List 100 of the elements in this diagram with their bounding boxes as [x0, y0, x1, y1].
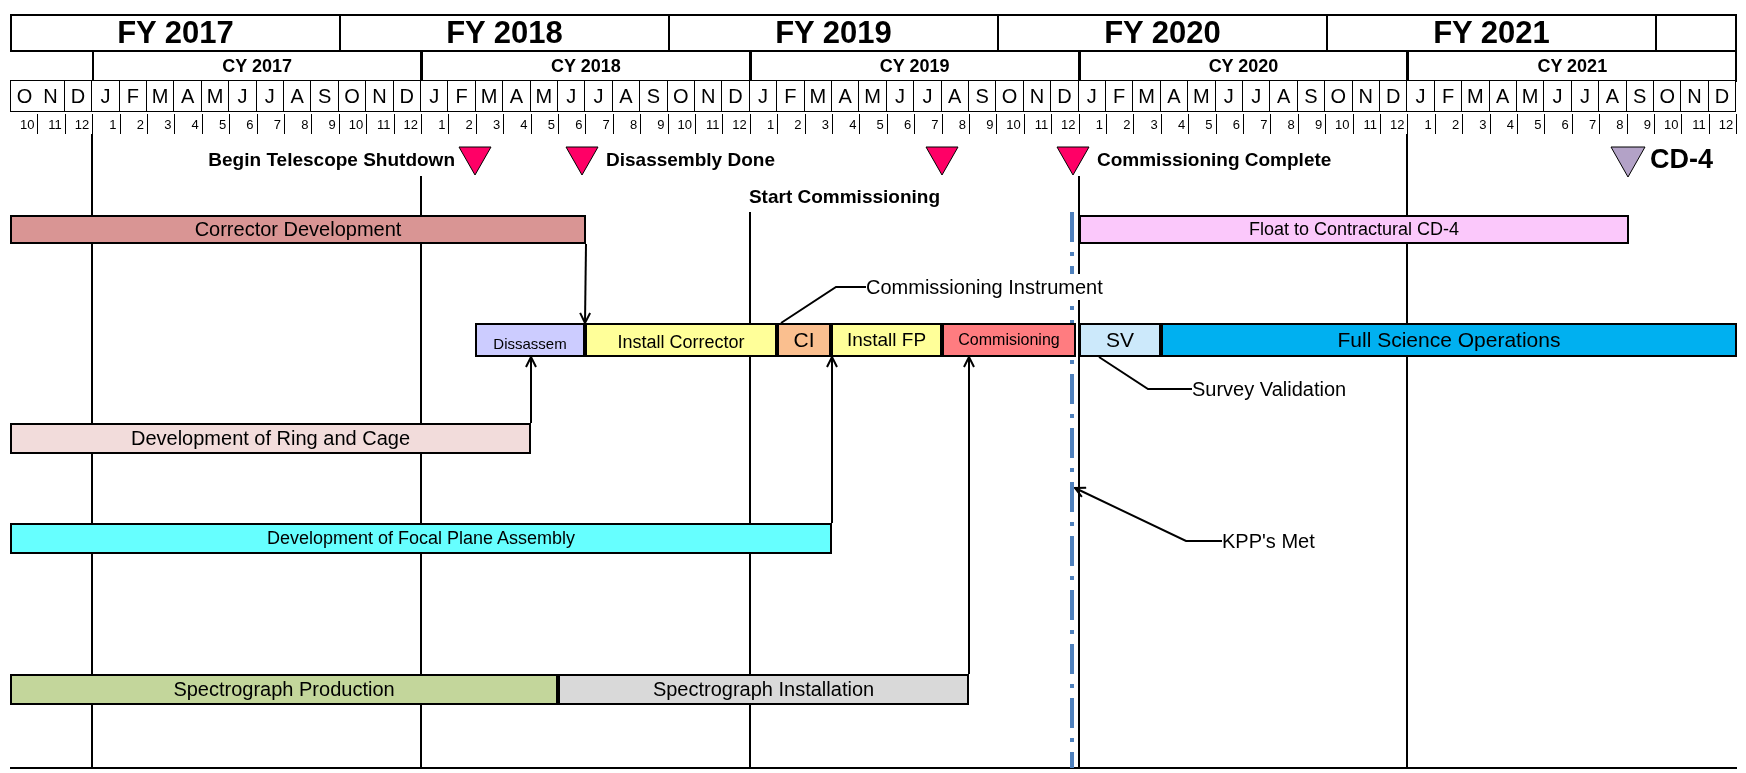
task-bar: Development of Ring and Cage	[10, 423, 531, 454]
month-number: 10	[667, 114, 696, 134]
month-number: 1	[749, 114, 779, 134]
month-number: 5	[201, 114, 231, 134]
month-number: 4	[832, 114, 861, 134]
month-number: 12	[1051, 114, 1080, 134]
calendar-year-header: CY 2018	[421, 52, 751, 82]
month-letter: J	[1571, 80, 1600, 112]
month-letter: A	[284, 80, 312, 112]
month-number: 3	[804, 114, 833, 134]
month-number: 1	[421, 114, 450, 134]
month-letter: J	[1078, 80, 1106, 112]
month-number: 11	[1352, 114, 1381, 134]
month-letter: M	[859, 80, 887, 112]
month-number: 7	[914, 114, 943, 134]
milestone-triangle	[925, 146, 959, 176]
month-letter: F	[119, 80, 147, 112]
arrow	[525, 356, 537, 424]
month-letter: S	[969, 80, 997, 112]
month-number: 1	[1407, 114, 1436, 134]
month-letter: A	[832, 80, 860, 112]
month-letter: N	[1681, 80, 1709, 112]
arrow	[1074, 486, 1223, 542]
month-letter: O	[1654, 80, 1682, 112]
month-letter: A	[174, 80, 202, 112]
month-letter: F	[448, 80, 476, 112]
month-letter: M	[1133, 80, 1161, 112]
month-letter: N	[37, 80, 65, 112]
month-number: 12	[722, 114, 751, 134]
month-letter: F	[1106, 80, 1134, 112]
month-letter: J	[749, 80, 778, 112]
calendar-year-header: CY 2020	[1078, 52, 1409, 82]
task-bar: Install Corrector	[585, 323, 777, 357]
task-bar: Corrector Development	[10, 215, 586, 244]
month-letter: A	[941, 80, 969, 112]
month-number: 11	[1023, 114, 1053, 134]
month-letter: O	[996, 80, 1024, 112]
month-number: 11	[366, 114, 395, 134]
month-number: 12	[393, 114, 422, 134]
month-letter: F	[1434, 80, 1463, 112]
month-letter: S	[311, 80, 339, 112]
month-number: 8	[1270, 114, 1299, 134]
month-number: 3	[1462, 114, 1491, 134]
fiscal-year-header: FY 2019	[668, 14, 999, 52]
month-number: 6	[1215, 114, 1244, 134]
month-letter: D	[1708, 80, 1737, 112]
month-number: 3	[475, 114, 505, 134]
task-bar: Full Science Operations	[1161, 323, 1737, 357]
month-number: 4	[174, 114, 203, 134]
month-letter: D	[1051, 80, 1079, 112]
milestone-label: CD-4	[1650, 143, 1714, 176]
month-number: 2	[1106, 114, 1135, 134]
month-letter: A	[1489, 80, 1517, 112]
milestone-label: Disassembly Done	[606, 149, 776, 172]
task-bar: Install FP	[831, 323, 942, 357]
month-number: 10	[10, 114, 39, 134]
month-number: 6	[229, 114, 258, 134]
task-bar: Dissassem	[475, 323, 585, 357]
month-number: 10	[1654, 114, 1683, 134]
milestone-triangle	[1056, 146, 1090, 176]
month-number: 2	[1434, 114, 1464, 134]
month-letter: M	[201, 80, 230, 112]
month-letter: D	[722, 80, 750, 112]
month-number: 1	[92, 114, 121, 134]
fiscal-year-header: FY 2021	[1326, 14, 1657, 52]
month-letter: M	[804, 80, 832, 112]
month-letter: O	[1325, 80, 1353, 112]
month-number: 4	[1160, 114, 1190, 134]
month-letter: O	[667, 80, 695, 112]
month-letter: F	[777, 80, 805, 112]
month-letter: A	[1160, 80, 1189, 112]
month-letter: J	[92, 80, 120, 112]
month-letter: J	[1544, 80, 1572, 112]
month-number: 12	[1380, 114, 1409, 134]
month-letter: J	[886, 80, 915, 112]
month-number: 11	[1681, 114, 1710, 134]
task-bar: Spectrograph Installation	[558, 674, 969, 705]
month-letter: M	[1517, 80, 1545, 112]
month-letter: O	[10, 80, 39, 112]
month-letter: M	[1462, 80, 1490, 112]
month-number: 1	[1078, 114, 1107, 134]
month-letter: J	[1407, 80, 1435, 112]
month-number: 10	[338, 114, 368, 134]
calendar-year-header: CY 2019	[749, 52, 1080, 82]
month-number: 9	[1297, 114, 1327, 134]
month-number: 5	[1188, 114, 1217, 134]
task-bar: Commisioning	[942, 323, 1076, 357]
month-letter: J	[421, 80, 449, 112]
month-letter: D	[1380, 80, 1408, 112]
month-number: 7	[1571, 114, 1601, 134]
month-letter: D	[393, 80, 421, 112]
month-letter: M	[530, 80, 558, 112]
milestone-label: Start Commissioning	[747, 186, 940, 209]
month-number: 10	[996, 114, 1025, 134]
month-number: 11	[37, 114, 66, 134]
month-letter: J	[1215, 80, 1243, 112]
task-bar: CI	[777, 323, 831, 357]
arrow	[579, 243, 592, 324]
month-letter: A	[503, 80, 531, 112]
month-number: 10	[1325, 114, 1354, 134]
